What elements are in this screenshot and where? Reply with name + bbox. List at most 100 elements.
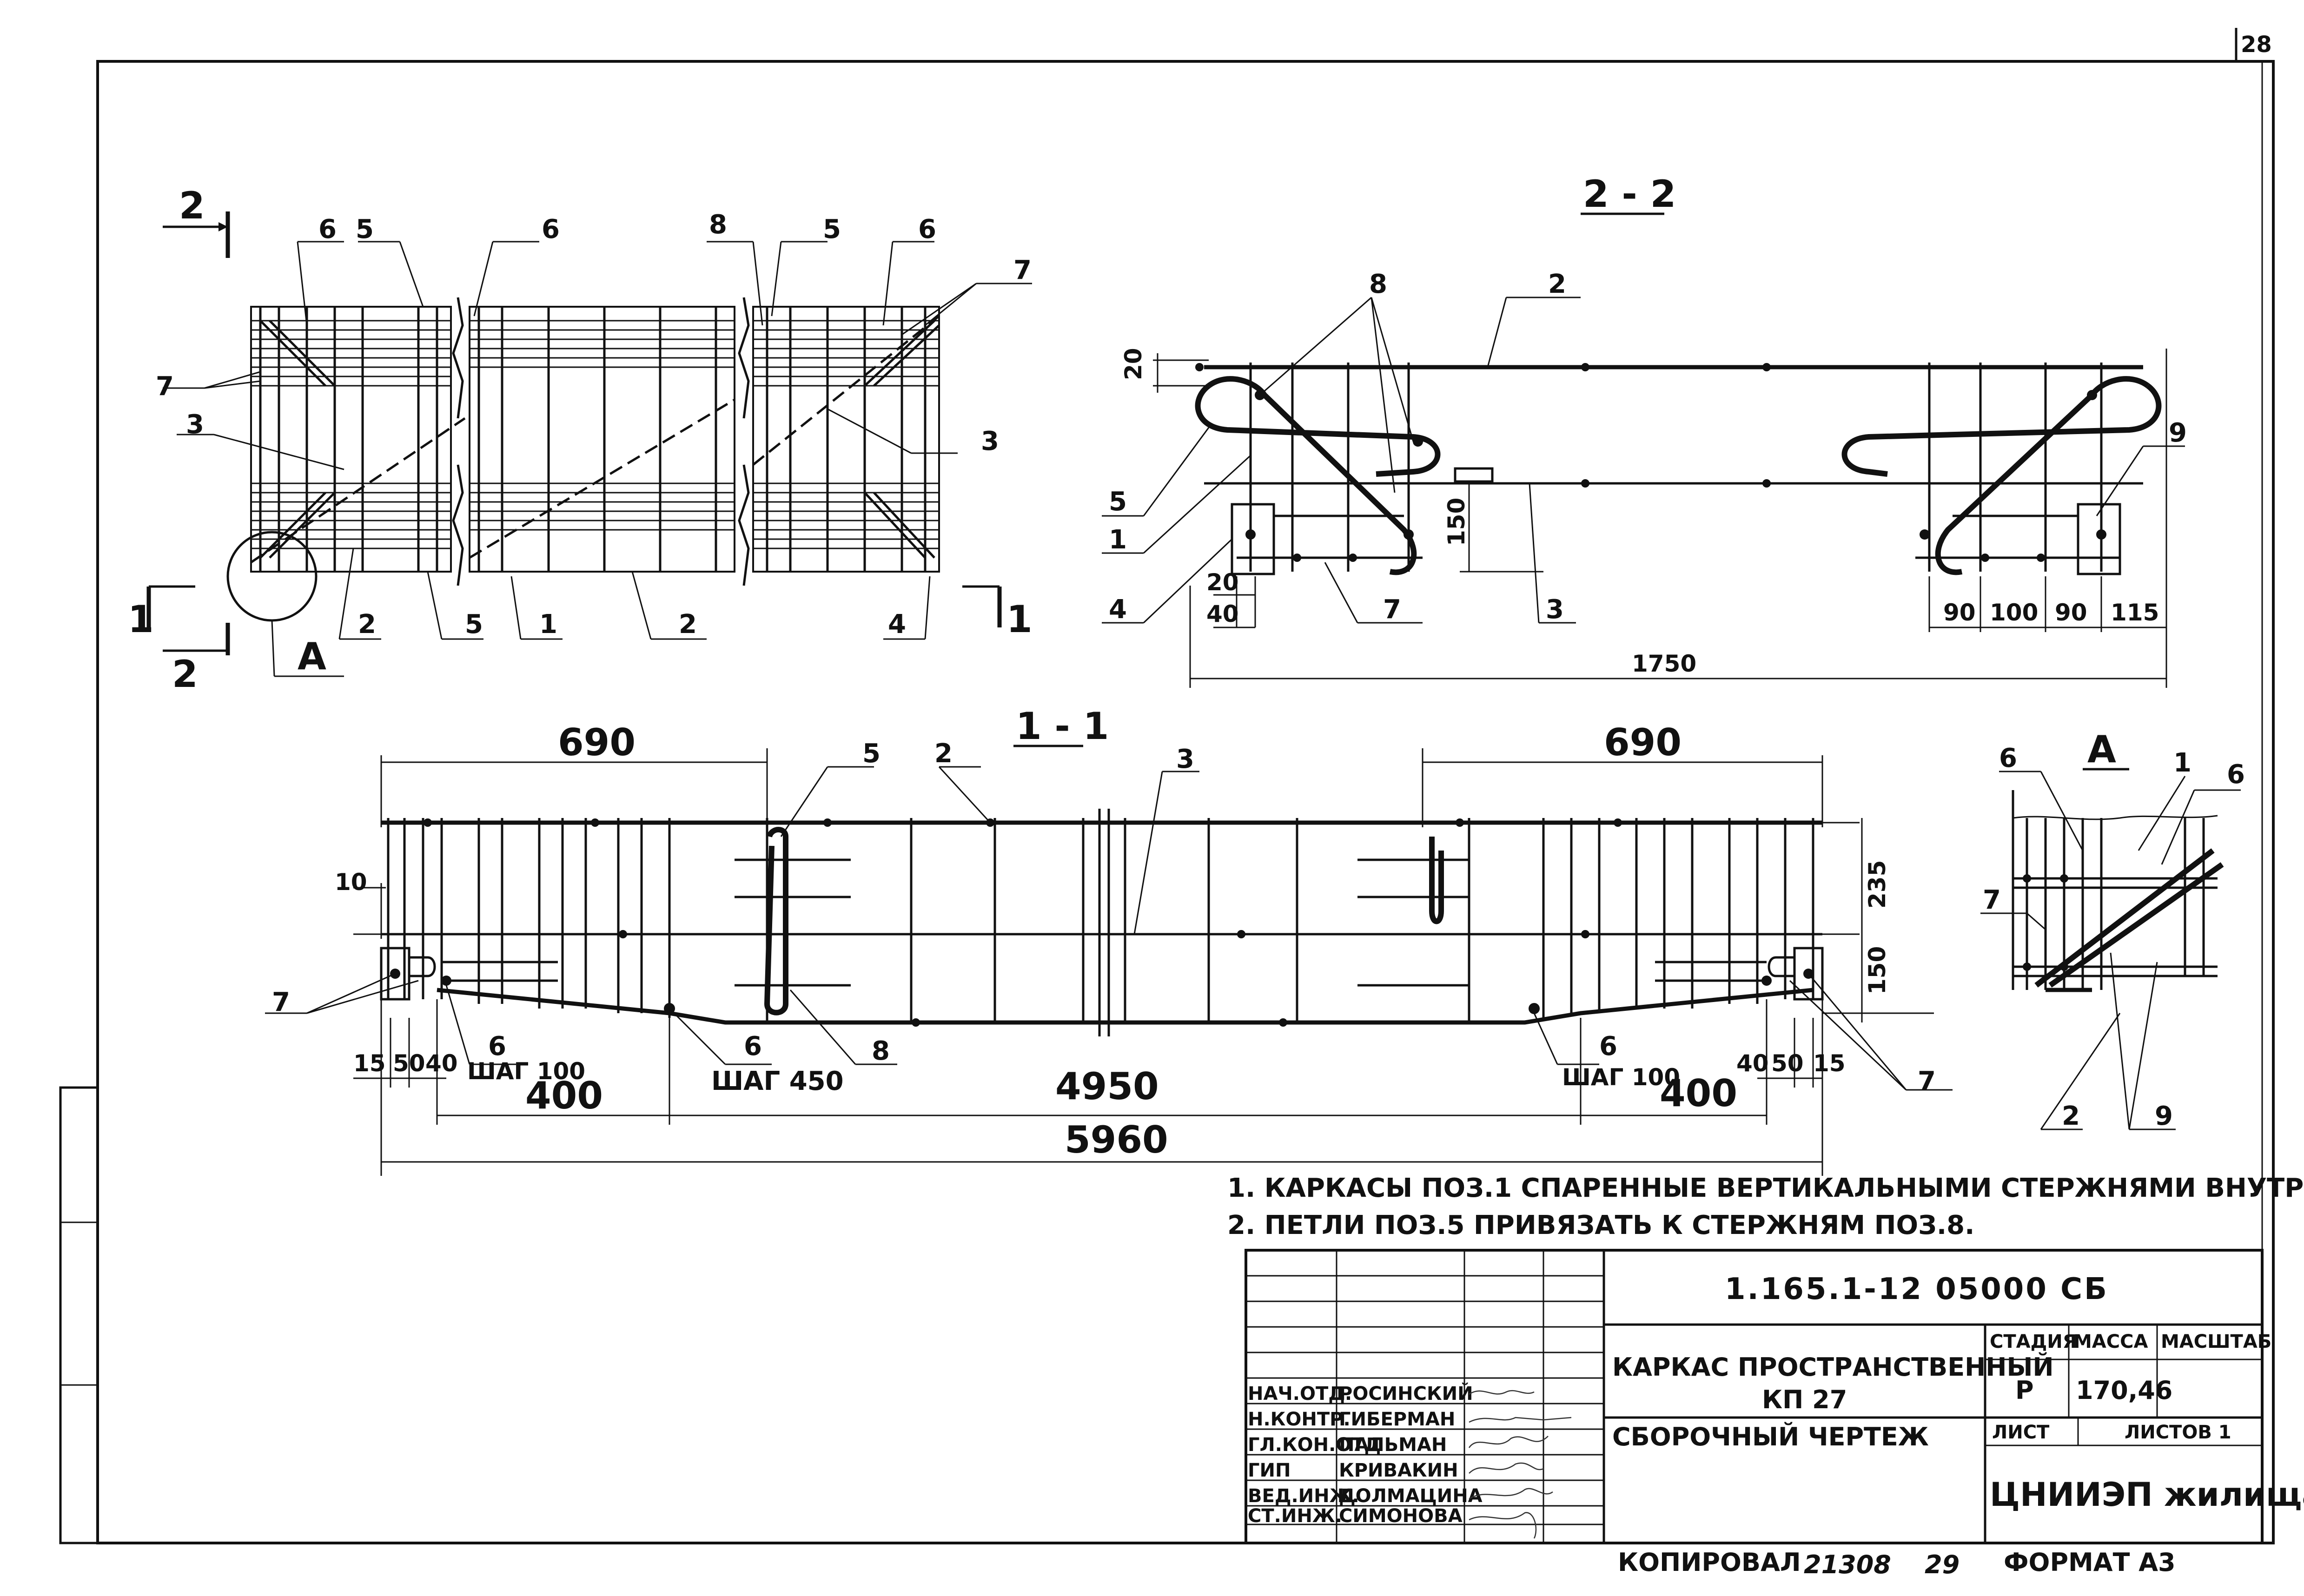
s11-dim-690-right: 690: [1604, 721, 1682, 764]
plan-label-6: 6: [318, 214, 337, 244]
doc-code: 1.165.1-12 05000 СБ: [1725, 1272, 2109, 1306]
mass-value: 170,46: [2076, 1376, 2172, 1405]
person-6: СИМОНОВА: [1339, 1505, 1463, 1527]
s11-dim-50-left: 50: [393, 1050, 425, 1077]
detail-a-label-6-left: 6: [1999, 743, 2017, 773]
detail-a-label-2: 2: [2062, 1101, 2080, 1131]
doc-name-line1: КАРКАС ПРОСТРАНСТВЕННЫЙ: [1612, 1352, 2054, 1382]
title-block: 1.165.1-12 05000 СБ КАРКАС ПРОСТРАНСТВЕН…: [1245, 1249, 2304, 1544]
s22-dim-90b: 90: [2055, 599, 2087, 626]
plan-label-5: 5: [356, 214, 374, 244]
s11-step-100-left: ШАГ 100: [467, 1058, 585, 1085]
s22-label-1: 1: [1109, 525, 1127, 555]
s11-step-100-right: ШАГ 100: [1562, 1064, 1680, 1091]
signatures: [1468, 1390, 1572, 1539]
role-2: Н.КОНТР.: [1248, 1409, 1351, 1430]
plan-label-2b: 2: [679, 609, 697, 640]
s22-dim-1750: 1750: [1632, 650, 1696, 677]
org-name: ЦНИИЭП жилища: [1990, 1476, 2304, 1514]
s11-dim-15-right: 15: [1813, 1050, 1846, 1077]
plan-label-2: 2: [358, 609, 376, 640]
s22-label-7: 7: [1383, 594, 1401, 625]
scale-header: МАСШТАБ: [2161, 1331, 2271, 1352]
note-1: 1. КАРКАСЫ ПОЗ.1 СПАРЕННЫЕ ВЕРТИКАЛЬНЫМИ…: [1227, 1173, 2304, 1203]
person-5: ДОЛМАЦИНА: [1339, 1485, 1483, 1507]
person-3: ПАЛЬМАН: [1339, 1434, 1447, 1456]
s11-label-2: 2: [934, 739, 953, 769]
s11-label-5: 5: [862, 739, 881, 769]
s11-dim-400-left: 400: [525, 1074, 603, 1117]
notes: 1. КАРКАСЫ ПОЗ.1 СПАРЕННЫЕ ВЕРТИКАЛЬНЫМИ…: [1227, 1173, 2304, 1240]
role-6: СТ.ИНЖ.: [1248, 1505, 1342, 1527]
plan-label-1: 1: [539, 609, 557, 640]
sheet-label: ЛИСТ: [1992, 1422, 2050, 1443]
s11-label-6-left: 6: [488, 1031, 506, 1062]
plan-label-3-right: 3: [981, 426, 999, 456]
detail-a-label-9: 9: [2155, 1101, 2173, 1131]
sheets-label: ЛИСТОВ 1: [2125, 1422, 2231, 1443]
detail-a-label-6-right: 6: [2227, 759, 2245, 790]
s11-label-3: 3: [1176, 744, 1194, 774]
person-2: ГИБЕРМАН: [1339, 1409, 1455, 1430]
mass-header: МАССА: [2073, 1331, 2148, 1352]
s22-dim-115: 115: [2111, 599, 2159, 626]
s11-dim-40-right: 40: [1736, 1050, 1769, 1077]
plan-label-5b: 5: [823, 214, 841, 244]
person-4: КРИВАКИН: [1339, 1460, 1458, 1481]
s22-label-5: 5: [1109, 487, 1127, 517]
plan-label-6c: 6: [918, 214, 936, 244]
s22-label-2: 2: [1548, 269, 1566, 299]
section-2-2: 2 - 2: [1102, 172, 2187, 688]
copy-number: 21308: [1804, 1550, 1891, 1579]
cut-mark-2-top: 2: [179, 184, 205, 227]
doc-name-line3: СБОРОЧНЫЙ ЧЕРТЕЖ: [1612, 1422, 1929, 1451]
sheet-corner-number: 28: [2241, 32, 2272, 58]
role-4: ГИП: [1248, 1460, 1291, 1481]
s11-dim-10: 10: [335, 869, 367, 896]
plan-label-6b: 6: [542, 214, 560, 244]
s11-label-7-left: 7: [272, 987, 290, 1017]
plan-label-8: 8: [709, 210, 727, 240]
s11-dim-40-left: 40: [425, 1050, 458, 1077]
plan-label-5c: 5: [465, 609, 483, 640]
format-label: ФОРМАТ А3: [2004, 1548, 2176, 1577]
copied-by-label: КОПИРОВАЛ: [1618, 1548, 1801, 1577]
s22-dim-40: 40: [1206, 600, 1239, 627]
s11-label-6-mid: 6: [744, 1031, 762, 1062]
s22-label-9: 9: [2169, 418, 2187, 448]
s22-dim-150: 150: [1443, 498, 1470, 546]
s22-dim-90a: 90: [1943, 599, 1976, 626]
sheet-frame: 28: [59, 28, 2275, 1544]
section-2-2-title: 2 - 2: [1583, 172, 1676, 216]
s11-label-7-right: 7: [1918, 1066, 1936, 1096]
plan-label-detail-a: A: [298, 635, 326, 678]
detail-a: A 6 1 6 7 2: [1980, 728, 2245, 1131]
role-1: НАЧ.ОТД.: [1248, 1383, 1352, 1405]
s22-dim-20-top: 20: [1120, 348, 1147, 380]
s11-dim-690-left: 690: [558, 721, 636, 764]
copy-stamp: КОПИРОВАЛ 21308 29 ФОРМАТ А3: [1618, 1548, 2176, 1579]
detail-a-label-1: 1: [2173, 748, 2191, 778]
plan-label-7-right: 7: [1013, 255, 1032, 285]
s11-dim-50-right: 50: [1771, 1050, 1804, 1077]
s11-dim-235: 235: [1864, 860, 1891, 909]
cut-mark-2-bottom: 2: [172, 653, 198, 696]
s11-dim-4950: 4950: [1055, 1065, 1159, 1108]
s11-step-450: ШАГ 450: [711, 1066, 844, 1096]
plan-label-4: 4: [888, 609, 906, 640]
plan-label-3-left: 3: [186, 409, 204, 440]
s22-label-8: 8: [1369, 269, 1387, 299]
cut-mark-1-right: 1: [1006, 598, 1033, 641]
stage-header: СТАДИЯ: [1990, 1331, 2077, 1352]
note-2: 2. ПЕТЛИ ПОЗ.5 ПРИВЯЗАТЬ К СТЕРЖНЯМ ПОЗ.…: [1227, 1210, 1974, 1240]
s22-dim-100: 100: [1990, 599, 2038, 626]
s22-label-4: 4: [1109, 594, 1127, 625]
plan-view: 2 2 1 1: [128, 184, 1033, 696]
s11-dim-400-right: 400: [1660, 1072, 1737, 1115]
role-5: ВЕД.ИНЖ.: [1248, 1485, 1359, 1507]
detail-a-title: A: [2087, 728, 2116, 771]
section-1-1: 1 - 1: [265, 705, 1953, 1176]
s11-label-6-right: 6: [1599, 1031, 1617, 1062]
s22-label-3: 3: [1546, 594, 1564, 625]
doc-name-line2: КП 27: [1762, 1385, 1847, 1414]
